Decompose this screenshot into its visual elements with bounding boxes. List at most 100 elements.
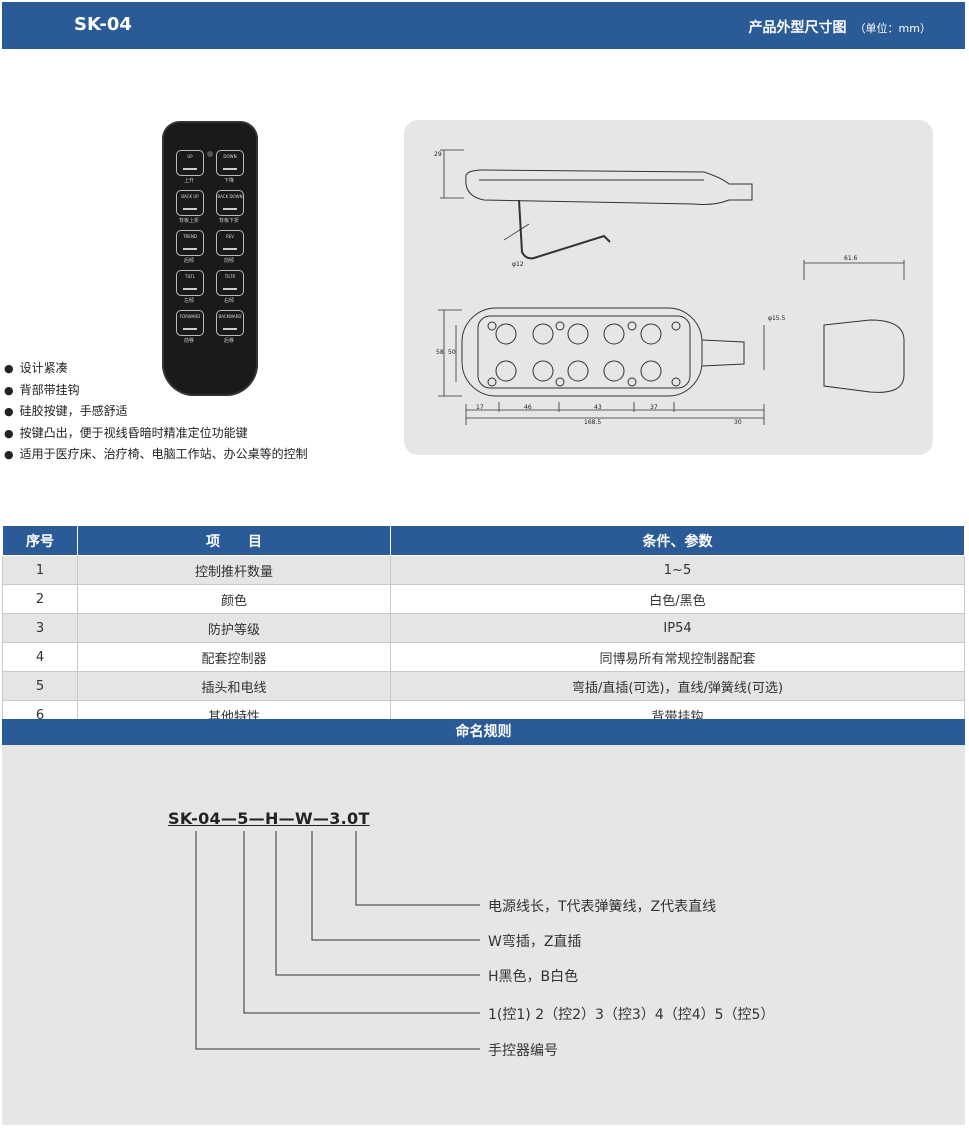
- remote-button: BACK UP: [176, 190, 204, 216]
- table-cell: 控制推杆数量: [77, 555, 391, 585]
- drawing-button-circle: [532, 323, 554, 345]
- drawing-svg: 29 φ12 61.6 58 50 φ15.5 17 46 43 37 168.…: [434, 149, 905, 426]
- table-cell: 3: [2, 613, 78, 643]
- remote-button: TILTR: [216, 270, 244, 296]
- col-header: 项 目: [77, 525, 391, 556]
- table-cell: IP54: [390, 613, 965, 643]
- table-cell: 插头和电线: [77, 671, 391, 701]
- dim-label: 50: [448, 349, 456, 356]
- drawing-button-circle: [495, 323, 517, 345]
- feature-item: 背部带挂钩: [4, 380, 308, 402]
- remote-button-label: 前倾: [223, 258, 234, 264]
- arrow-icon: [223, 168, 237, 170]
- arrow-icon: [183, 328, 197, 330]
- remote-button: BACKWARD: [216, 310, 244, 336]
- drawing-button-circle: [567, 323, 589, 345]
- dimension-drawing: 29 φ12 61.6 58 50 φ15.5 17 46 43 37 168.…: [404, 120, 933, 455]
- drawing-screw-circle: [487, 377, 497, 387]
- table-cell: 白色/黑色: [390, 584, 965, 614]
- naming-label: W弯插，Z直插: [488, 934, 582, 950]
- remote-button-text: DOWN: [223, 154, 237, 159]
- remote-button-text: BACK UP: [181, 194, 199, 199]
- feature-item: 设计紧凑: [4, 358, 308, 380]
- dim-label: 61.6: [844, 255, 858, 262]
- remote-button-text: TILTR: [224, 274, 236, 279]
- dim-label: 17: [476, 404, 484, 411]
- arrow-icon: [183, 208, 197, 210]
- remote-button-text: BACKWARD: [218, 314, 242, 319]
- dim-label: φ15.5: [768, 315, 786, 322]
- remote-button-text: TILTL: [185, 274, 195, 279]
- drawing-button-circle: [640, 360, 662, 382]
- naming-title: 命名规则: [2, 719, 965, 745]
- dim-label: 58: [436, 349, 444, 356]
- drawing-screw-circle: [555, 377, 565, 387]
- remote-button-label: 右倾: [223, 298, 234, 304]
- remote-button: DOWN: [216, 150, 244, 176]
- remote-button-text: TREND: [183, 234, 197, 239]
- naming-label: H黑色，B白色: [488, 969, 579, 985]
- naming-label: 手控器编号: [488, 1043, 558, 1059]
- dim-label: 37: [650, 404, 658, 411]
- naming-label: 1(控1) 2（控2）3（控3）4（控4）5（控5）: [488, 1007, 775, 1023]
- drawing-screw-circle: [487, 321, 497, 331]
- naming-panel: SK-04—5—H—W—3.0T 电源线长，T代表弹簧线，Z代表直线 W弯插，Z…: [2, 745, 965, 1125]
- table-cell: 弯插/直插(可选)，直线/弹簧线(可选): [390, 671, 965, 701]
- drawing-button-circle: [640, 323, 662, 345]
- table-cell: 1: [2, 555, 78, 585]
- table-cell: 2: [2, 584, 78, 614]
- table-cell: 同博易所有常规控制器配套: [390, 642, 965, 672]
- remote-button: UP: [176, 150, 204, 176]
- arrow-icon: [183, 248, 197, 250]
- naming-code: SK-04—5—H—W—3.0T: [168, 809, 370, 828]
- arrow-icon: [183, 168, 197, 170]
- feature-item: 按键凸出，便于视线昏暗时精准定位功能键: [4, 423, 308, 445]
- remote-button-label: 左倾: [183, 298, 194, 304]
- drawing-screw-circle: [671, 321, 681, 331]
- arrow-icon: [223, 208, 237, 210]
- remote-button-text: REV: [225, 234, 235, 239]
- feature-list: 设计紧凑 背部带挂钩 硅胶按键，手感舒适 按键凸出，便于视线昏暗时精准定位功能键…: [4, 358, 308, 466]
- remote-button-label: 前移: [183, 338, 194, 344]
- table-cell: 4: [2, 642, 78, 672]
- col-header: 条件、参数: [390, 525, 965, 556]
- led-indicator: [207, 151, 213, 157]
- drawing-screw-circle: [555, 321, 565, 331]
- dimension-title: 产品外型尺寸图（单位：mm）: [748, 20, 931, 36]
- dim-label: φ12: [512, 261, 524, 268]
- drawing-button-circle: [603, 323, 625, 345]
- dim-label: 43: [594, 404, 602, 411]
- remote-button-text: BACK DOWN: [217, 194, 243, 199]
- remote-button-text: FORWARD: [179, 314, 201, 319]
- drawing-button-circle: [532, 360, 554, 382]
- remote-button-text: UP: [187, 154, 193, 159]
- table-cell: 配套控制器: [77, 642, 391, 672]
- drawing-screw-circle: [671, 377, 681, 387]
- remote-button-label: 背板上折: [178, 218, 199, 224]
- remote-button: TILTL: [176, 270, 204, 296]
- arrow-icon: [183, 288, 197, 290]
- dim-label: 29: [434, 151, 442, 158]
- remote-button: TREND: [176, 230, 204, 256]
- dim-label: 30: [734, 419, 742, 426]
- header-bar: SK-04 产品外型尺寸图（单位：mm）: [2, 2, 965, 49]
- drawing-button-circle: [567, 360, 589, 382]
- naming-lines: [195, 831, 480, 1050]
- arrow-icon: [223, 288, 237, 290]
- col-header: 序号: [2, 525, 78, 556]
- feature-item: 适用于医疗床、治疗椅、电脑工作站、办公桌等的控制: [4, 444, 308, 466]
- dim-label: 168.5: [584, 419, 601, 426]
- feature-item: 硅胶按键，手感舒适: [4, 401, 308, 423]
- naming-label: 电源线长，T代表弹簧线，Z代表直线: [488, 899, 717, 915]
- table-cell: 5: [2, 671, 78, 701]
- dim-label: 46: [524, 404, 532, 411]
- remote-button-label: 下降: [223, 178, 234, 184]
- remote-button-label: 上升: [183, 178, 194, 184]
